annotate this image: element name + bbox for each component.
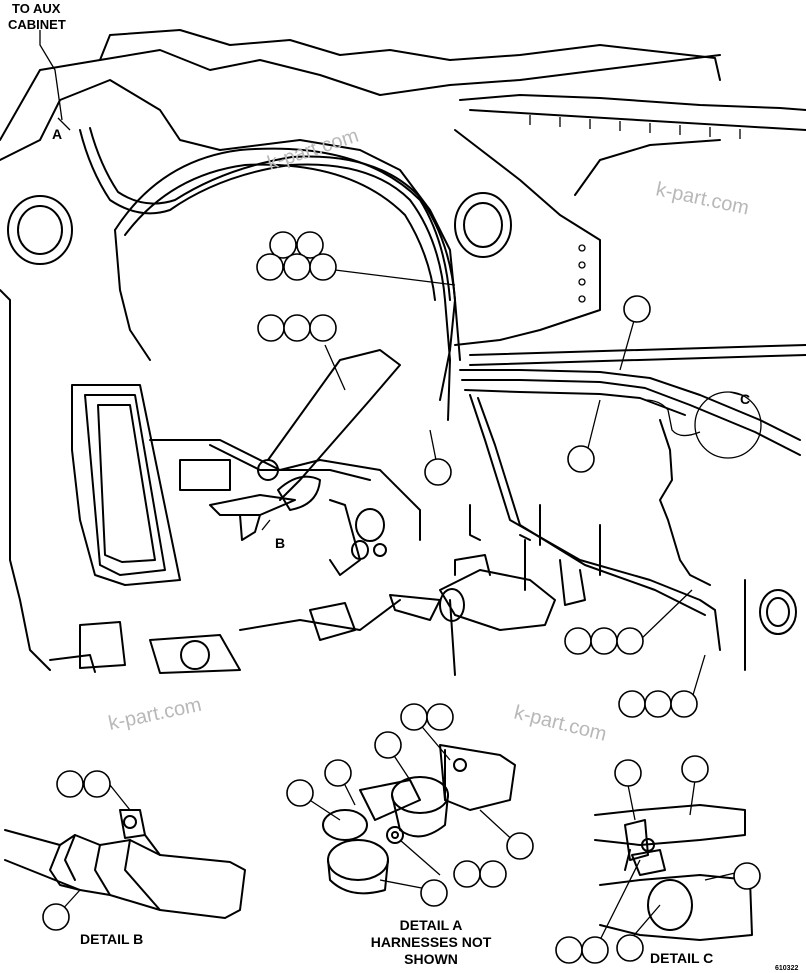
watermark: k-part.com xyxy=(654,178,751,219)
callout-circle xyxy=(269,231,297,259)
callout-circle xyxy=(506,832,534,860)
detail-c xyxy=(555,755,761,964)
callout-circle xyxy=(590,627,618,655)
callout-circle xyxy=(681,755,709,783)
main-callouts xyxy=(256,231,706,718)
detail-a xyxy=(286,703,534,907)
callout-circle xyxy=(479,860,507,888)
callout-circle xyxy=(618,690,646,718)
callout-circle xyxy=(581,936,609,964)
detail-a-note-line2: SHOWN xyxy=(404,951,458,967)
figure-number: 610322 xyxy=(775,965,798,972)
callout-circle xyxy=(324,759,352,787)
callout-circle xyxy=(42,903,70,931)
callout-circle xyxy=(616,627,644,655)
callout-circle xyxy=(256,253,284,281)
callout-circle xyxy=(286,779,314,807)
callout-circle xyxy=(309,253,337,281)
callout-circle xyxy=(623,295,651,323)
to-aux-label-line2: CABINET xyxy=(8,17,66,32)
detail-a-note-line1: HARNESSES NOT xyxy=(371,934,492,950)
callout-circle xyxy=(420,879,448,907)
callout-circle xyxy=(309,314,337,342)
callout-circle xyxy=(296,231,324,259)
detail-c-reference: C xyxy=(740,391,750,407)
callout-circle xyxy=(555,936,583,964)
callout-circle xyxy=(426,703,454,731)
callout-circle xyxy=(374,731,402,759)
detail-b-reference: B xyxy=(275,535,285,551)
detail-a-reference: A xyxy=(52,126,62,142)
callout-circle xyxy=(283,253,311,281)
callout-circle xyxy=(670,690,698,718)
watermark: k-part.com xyxy=(106,694,203,735)
callout-circle xyxy=(257,314,285,342)
callout-circle xyxy=(424,458,452,486)
callout-circle xyxy=(564,627,592,655)
detail-b xyxy=(4,770,246,931)
to-aux-label-line1: TO AUX xyxy=(12,1,61,16)
callout-circle xyxy=(453,860,481,888)
detail-c-title: DETAIL C xyxy=(650,950,713,966)
detail-b-title: DETAIL B xyxy=(80,931,143,947)
callout-circle xyxy=(83,770,111,798)
callout-circle xyxy=(400,703,428,731)
callout-circle xyxy=(56,770,84,798)
callout-circle xyxy=(614,759,642,787)
callout-circle xyxy=(733,862,761,890)
callout-circle xyxy=(644,690,672,718)
callout-circle xyxy=(283,314,311,342)
callout-circle xyxy=(567,445,595,473)
detail-a-title: DETAIL A xyxy=(400,917,463,933)
main-view xyxy=(0,29,806,676)
watermark: k-part.com xyxy=(512,702,609,746)
callout-circle xyxy=(616,934,644,962)
